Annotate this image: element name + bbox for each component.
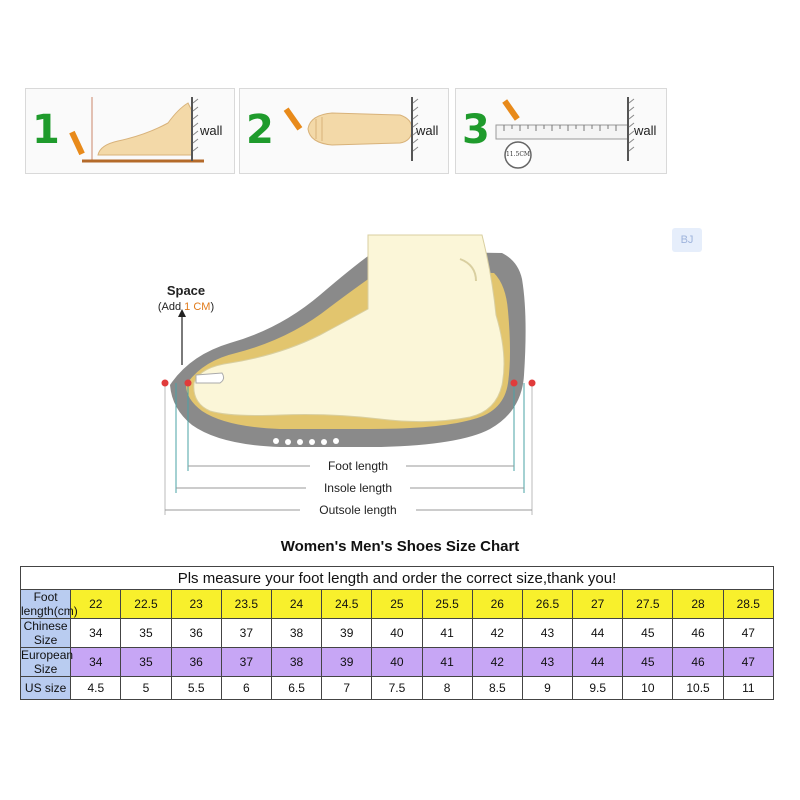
table-cell: 41	[421, 647, 473, 677]
pencil-icon	[69, 130, 85, 156]
wall-label: wall	[200, 123, 223, 138]
table-cell: 43	[521, 647, 574, 677]
table-cell: 22.5	[120, 589, 172, 619]
table-cell: 34	[70, 618, 122, 648]
row-header: Chinese Size	[19, 618, 72, 648]
step-3-panel: 3 11.5CM wall	[455, 88, 667, 174]
step-1-illustration	[69, 97, 204, 163]
table-cell: 40	[371, 647, 423, 677]
table-cell: 40	[371, 618, 423, 648]
step-2-panel: 2 wall	[239, 88, 449, 174]
table-cell: 23	[170, 589, 222, 619]
table-cell: 35	[120, 618, 172, 648]
size-chart-title: Women's Men's Shoes Size Chart	[280, 538, 520, 555]
row-header: US size	[19, 676, 72, 700]
table-cell: 24	[270, 589, 323, 619]
size-chart-table: Pls measure your foot length and order t…	[19, 566, 775, 700]
foot-shape	[193, 234, 505, 423]
table-cell: 22	[70, 589, 122, 619]
pencil-icon	[283, 107, 303, 131]
table-cell: 27.5	[622, 589, 674, 619]
wall-label: wall	[416, 123, 439, 138]
toe-marker	[161, 379, 169, 387]
table-cell: 44	[572, 618, 624, 648]
foot-top-icon	[307, 112, 413, 146]
table-cell: 23.5	[220, 589, 272, 619]
table-cell: 7.5	[371, 676, 423, 700]
table-cell: 26	[471, 589, 523, 619]
measure-note: Pls measure your foot length and order t…	[20, 566, 774, 590]
outsole-length-label: Outsole length	[319, 503, 396, 517]
table-cell: 10.5	[672, 676, 724, 700]
wall-label: wall	[634, 123, 657, 138]
space-title: Space	[167, 283, 205, 298]
table-cell: 46	[672, 647, 724, 677]
table-cell: 39	[321, 618, 373, 648]
table-cell: 36	[170, 647, 222, 677]
table-cell: 6.5	[270, 676, 323, 700]
watermark: BJ	[672, 228, 702, 252]
table-cell: 46	[672, 618, 724, 648]
table-cell: 39	[321, 647, 373, 677]
row-header: European Size	[19, 647, 74, 677]
table-cell: 8.5	[471, 676, 523, 700]
table-cell: 4.5	[70, 676, 122, 700]
heel-marker	[510, 379, 518, 387]
table-cell: 41	[421, 618, 473, 648]
ruler-reading: 11.5CM	[505, 151, 531, 158]
table-cell: 9.5	[572, 676, 624, 700]
table-cell: 7	[321, 676, 373, 700]
foot-length-label: Foot length	[328, 459, 388, 473]
table-cell: 5.5	[170, 676, 222, 700]
table-cell: 6	[220, 676, 272, 700]
table-cell: 8	[421, 676, 473, 700]
table-cell: 10	[622, 676, 674, 700]
step-1-panel: 1 wall	[25, 88, 235, 174]
foot-side-icon	[97, 102, 193, 156]
magnifier-icon	[504, 141, 532, 169]
toenail-shape	[195, 372, 225, 384]
table-cell: 36	[170, 618, 222, 648]
table-cell: 34	[70, 647, 122, 677]
table-cell: 24.5	[321, 589, 373, 619]
table-cell: 38	[270, 647, 323, 677]
table-cell: 9	[521, 676, 574, 700]
table-cell: 47	[722, 647, 775, 677]
step-1-number: 1	[32, 107, 60, 153]
table-cell: 25.5	[421, 589, 473, 619]
table-cell: 27	[572, 589, 624, 619]
pencil-icon	[502, 99, 520, 121]
table-cell: 44	[572, 647, 624, 677]
table-cell: 28	[672, 589, 724, 619]
step-2-illustration	[283, 97, 419, 161]
table-cell: 5	[120, 676, 172, 700]
table-cell: 35	[120, 647, 172, 677]
step-2-number: 2	[246, 107, 274, 153]
toe-marker	[184, 379, 192, 387]
table-cell: 42	[471, 618, 523, 648]
row-header: Foot length(cm)	[19, 589, 78, 619]
step-3-illustration	[495, 97, 635, 169]
shoe-measurement-diagram: Foot length Insole length Outsole length…	[158, 234, 536, 517]
table-cell: 25	[371, 589, 423, 619]
table-cell: 43	[521, 618, 574, 648]
table-cell: 47	[722, 618, 775, 648]
table-cell: 11	[722, 676, 775, 700]
insole-length-label: Insole length	[324, 481, 392, 495]
table-cell: 28.5	[722, 589, 775, 619]
table-cell: 26.5	[521, 589, 574, 619]
table-cell: 37	[220, 647, 272, 677]
table-cell: 37	[220, 618, 272, 648]
table-cell: 45	[622, 618, 674, 648]
heel-marker	[528, 379, 536, 387]
table-cell: 45	[622, 647, 674, 677]
table-cell: 42	[471, 647, 523, 677]
table-cell: 38	[270, 618, 323, 648]
step-3-number: 3	[462, 107, 490, 153]
space-add-note: (Add 1 CM)	[158, 301, 214, 313]
